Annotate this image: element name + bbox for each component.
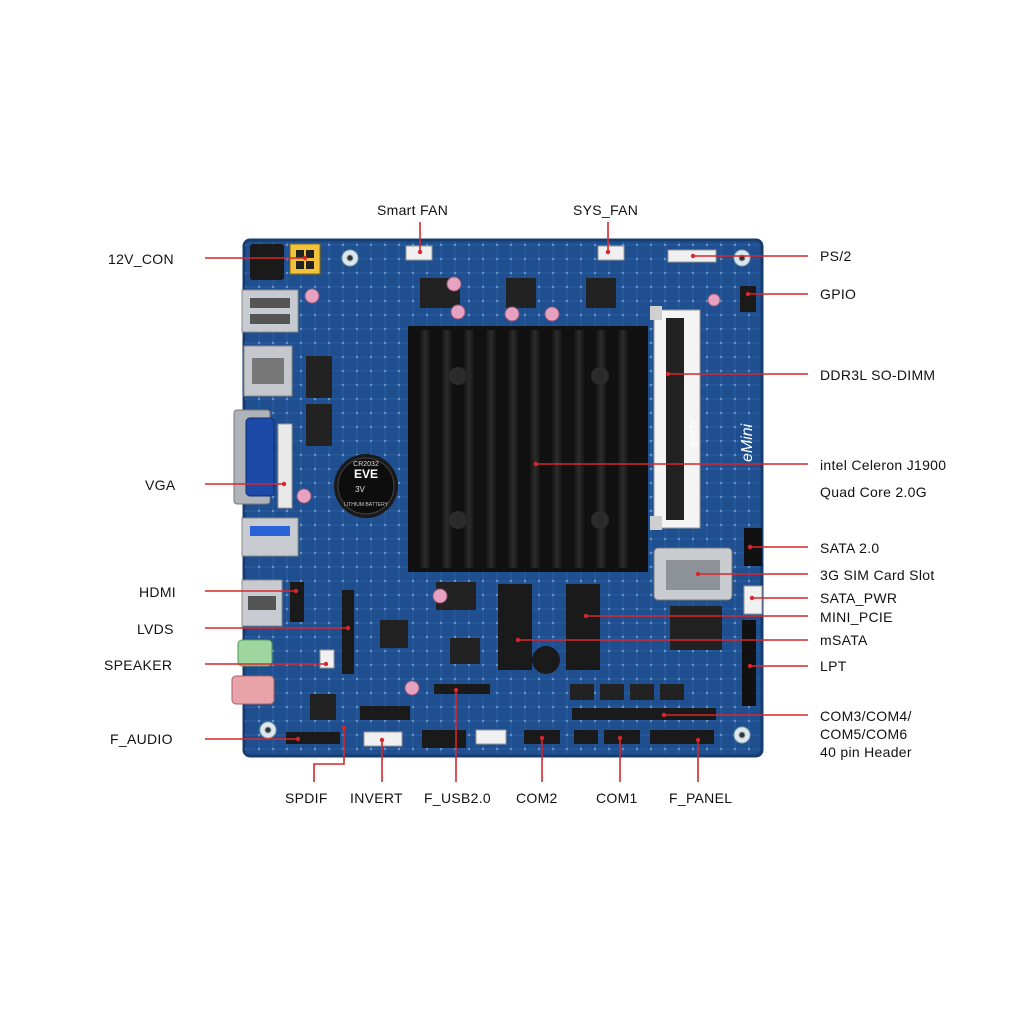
label-msata: mSATA — [820, 632, 868, 648]
label-hdmi: HDMI — [139, 584, 176, 600]
usb3-port — [241, 517, 299, 557]
audio-jack-green — [237, 639, 273, 667]
emini-logo: eMini — [739, 423, 756, 462]
label-speaker: SPEAKER — [104, 657, 173, 673]
label-gpio: GPIO — [820, 286, 857, 302]
usb-port-stack — [241, 289, 299, 333]
label-f-audio: F_AUDIO — [110, 731, 173, 747]
cpu-heatsink — [408, 326, 648, 572]
vga-header — [277, 423, 293, 509]
battery-model: CR2032 — [353, 461, 379, 468]
lvds-header — [342, 590, 354, 674]
chipset — [670, 606, 722, 650]
label-spdif: SPDIF — [285, 790, 328, 806]
label-com-header-line1: COM3/COM4/ — [820, 708, 912, 724]
label-sata: SATA 2.0 — [820, 540, 880, 556]
label-cpu-spec: Quad Core 2.0G — [820, 484, 927, 500]
label-ps2: PS/2 — [820, 248, 852, 264]
label-cpu-model: intel Celeron J1900 — [820, 457, 947, 473]
label-sys-fan: SYS_FAN — [573, 202, 639, 218]
label-sata-pwr: SATA_PWR — [820, 590, 898, 606]
battery-voltage: 3V — [355, 485, 365, 494]
label-mini-pcie: MINI_PCIE — [820, 609, 893, 625]
label-f-usb: F_USB2.0 — [424, 790, 491, 806]
cmos-battery: EVE CR2032 3V LITHIUM BATTERY — [334, 454, 398, 518]
power-jack — [250, 244, 284, 280]
so-dimm-slot: 4CNFB — [650, 306, 701, 530]
label-lvds: LVDS — [137, 621, 174, 637]
label-com-header-line3: 40 pin Header — [820, 744, 912, 760]
battery-type: LITHIUM BATTERY — [344, 502, 389, 508]
gpio-header — [740, 286, 756, 312]
label-com2: COM2 — [516, 790, 558, 806]
label-f-panel: F_PANEL — [669, 790, 733, 806]
label-vga: VGA — [145, 477, 176, 493]
label-ddr3l-so-dimm: DDR3L SO-DIMM — [820, 367, 936, 383]
mini-pcie-slot — [566, 584, 600, 670]
dimm-marking: 4CNFB — [687, 420, 697, 447]
msata-slot — [498, 584, 532, 670]
hdmi-header — [290, 582, 304, 622]
battery-brand: EVE — [354, 467, 378, 481]
label-com1: COM1 — [596, 790, 638, 806]
audio-jack-pink — [231, 675, 275, 705]
lpt-header — [742, 620, 756, 706]
capacitors — [296, 276, 721, 696]
label-smart-fan: Smart FAN — [377, 202, 449, 218]
label-12v-con: 12V_CON — [108, 251, 174, 267]
label-sim-slot: 3G SIM Card Slot — [820, 567, 935, 583]
bottom-white-header — [475, 729, 507, 745]
label-invert: INVERT — [350, 790, 403, 806]
sata-power-connector — [743, 585, 763, 615]
label-com-header-line2: COM5/COM6 — [820, 726, 908, 742]
label-lpt: LPT — [820, 658, 847, 674]
sys-fan-header — [597, 245, 625, 261]
